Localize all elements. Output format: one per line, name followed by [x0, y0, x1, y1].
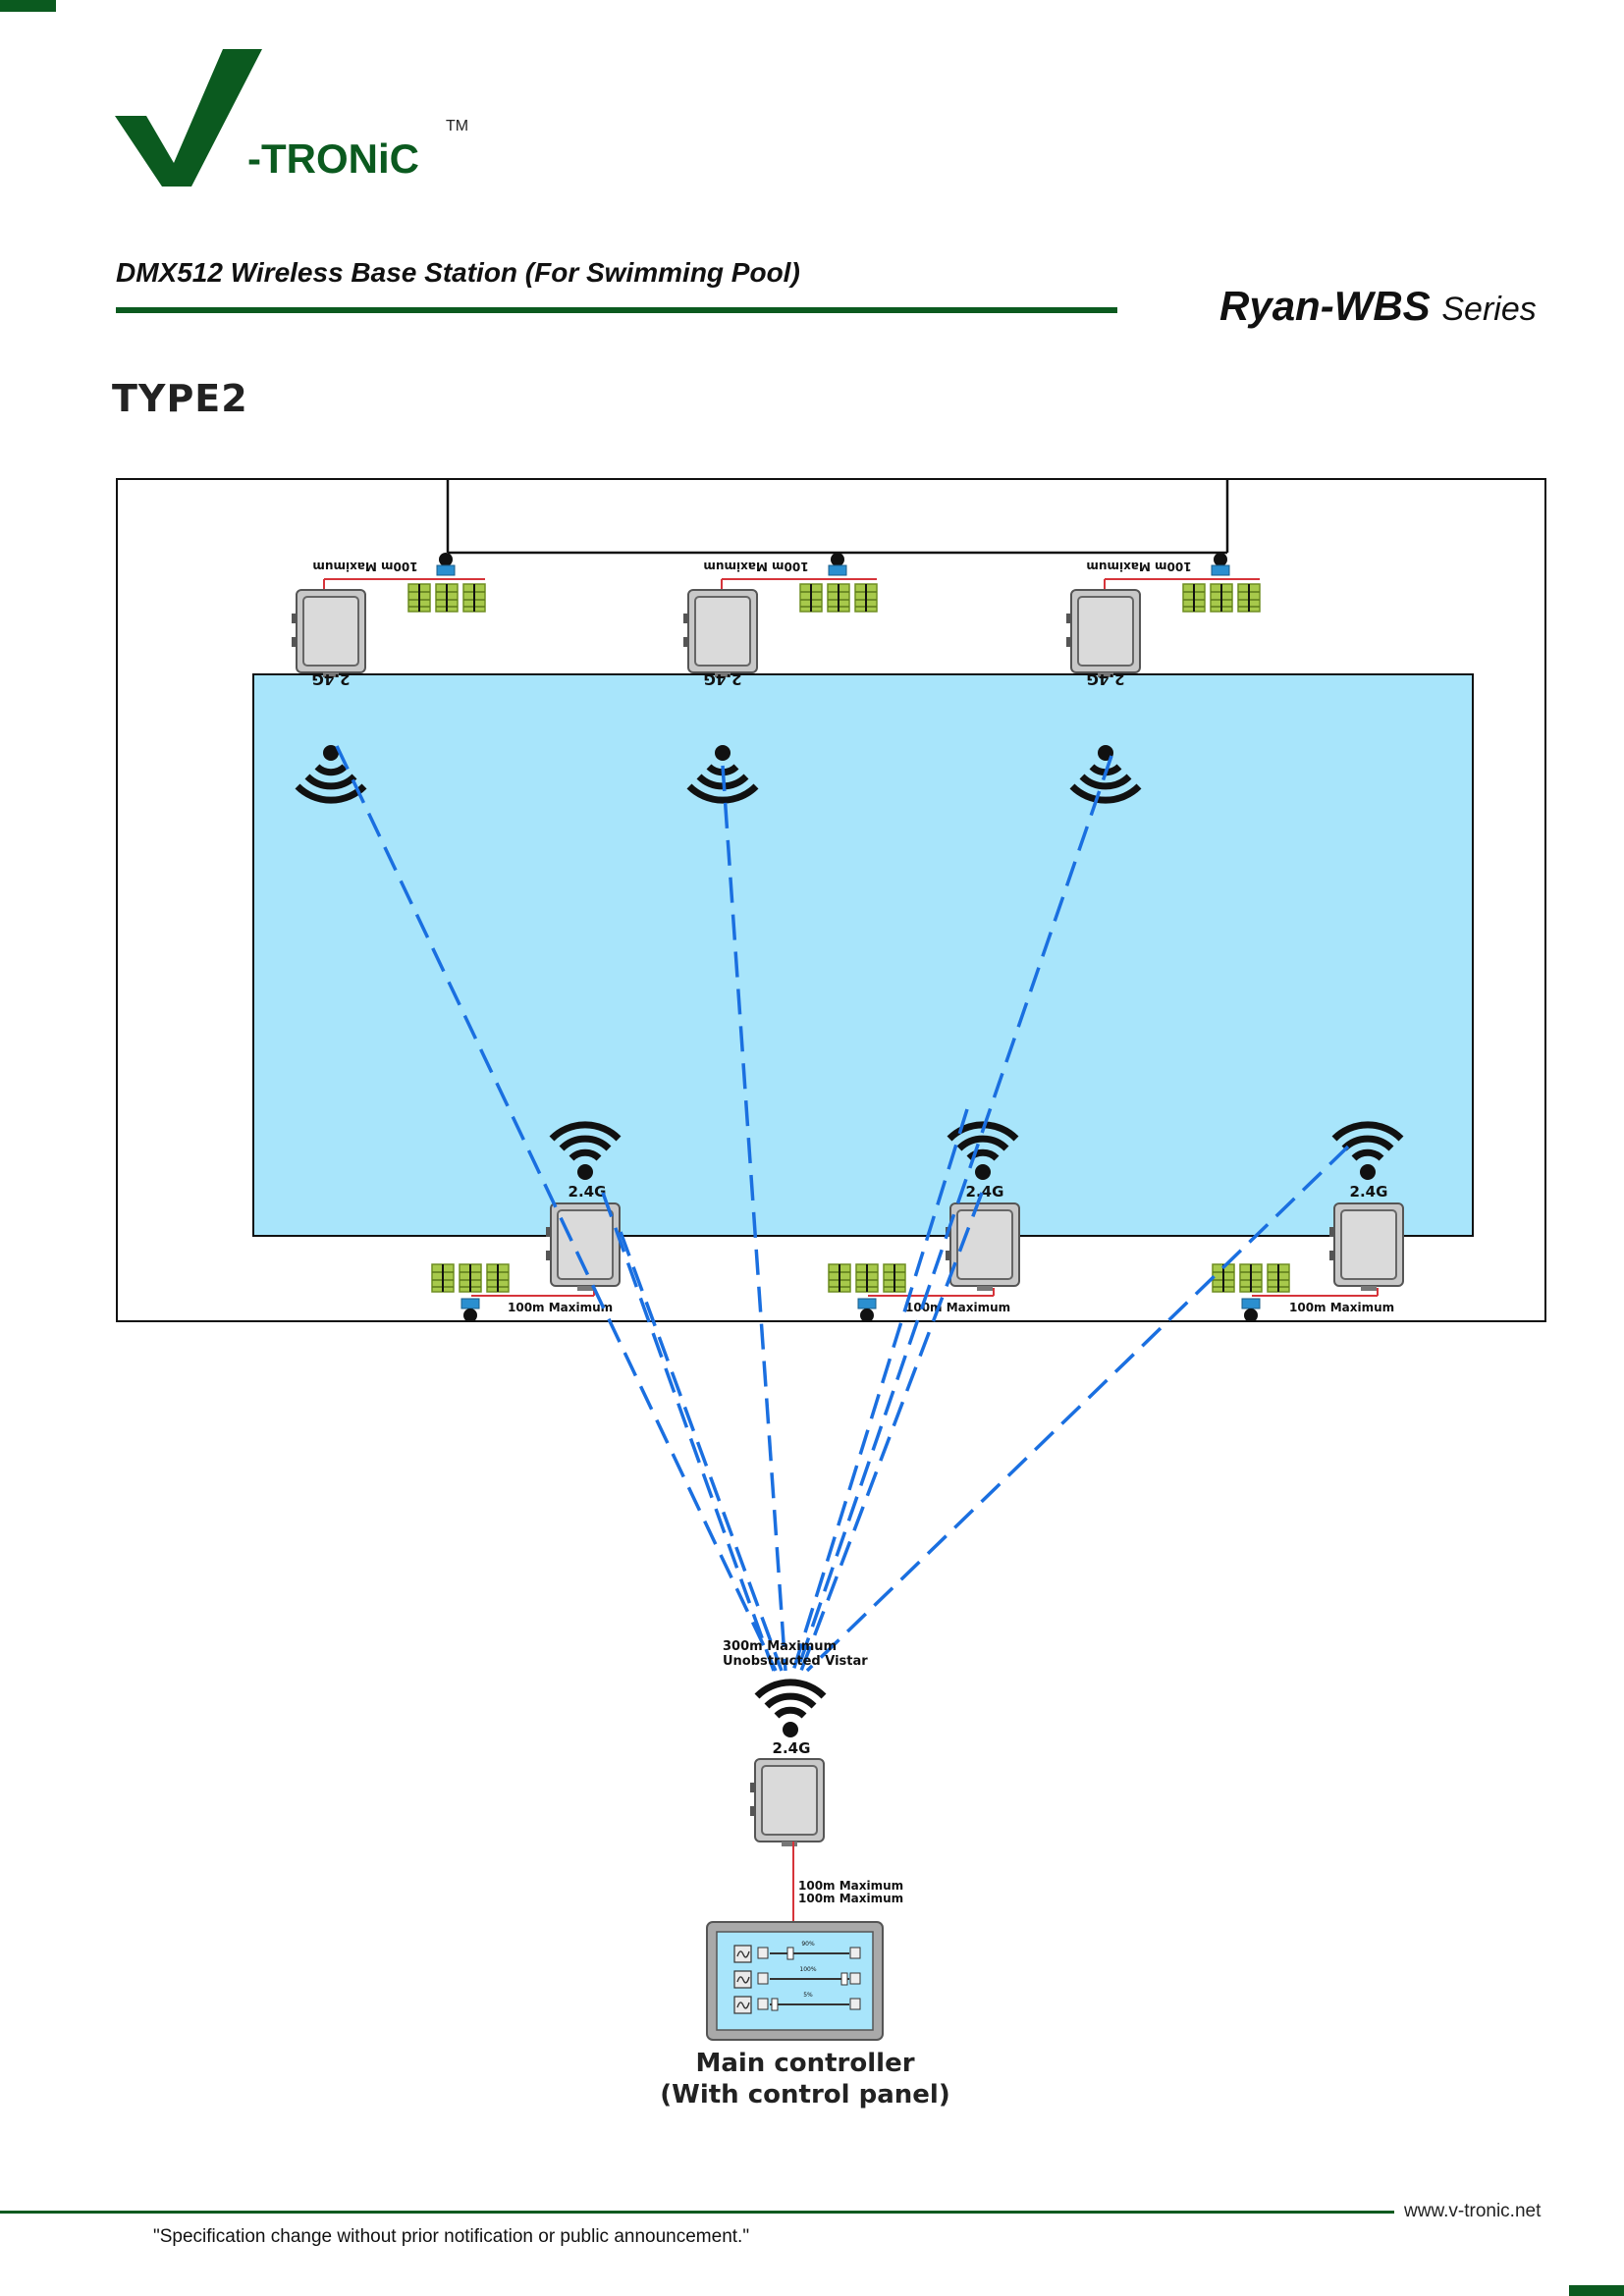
- logo-checkmark-icon: [115, 49, 262, 187]
- controller-caption: Main controller (With control panel): [619, 2048, 992, 2110]
- bottom-frequency-label-1: 2.4G: [568, 1183, 607, 1201]
- type-label: TYPE2: [112, 377, 248, 420]
- base-station: [749, 1682, 824, 1847]
- control-row-3: 5%: [733, 1992, 861, 2014]
- bottom-distance-label-2: 100m Maximum: [905, 1301, 1010, 1314]
- link-top-1: [335, 745, 778, 1672]
- slider-value-1: 90%: [801, 1941, 815, 1948]
- wireless-links: [335, 745, 1350, 1673]
- top-frequency-label-3: 2.4G: [1087, 670, 1125, 688]
- base-frequency-label: 2.4G: [773, 1739, 811, 1757]
- bottom-node-3: [1212, 1125, 1403, 1322]
- top-node-3: [1065, 553, 1261, 800]
- control-row-1: 90%: [733, 1941, 861, 1963]
- bottom-frequency-label-3: 2.4G: [1350, 1183, 1388, 1201]
- series-name: Ryan-WBS: [1219, 283, 1431, 329]
- slider-value-3: 5%: [803, 1992, 813, 1999]
- range-label-line2: Unobstructed Vistar: [723, 1654, 868, 1669]
- link-bottom-2: [791, 1108, 969, 1672]
- footer-disclaimer: "Specification change without prior noti…: [153, 2226, 750, 2247]
- link-bottom-1: [601, 1192, 776, 1672]
- top-node-1: [291, 553, 486, 800]
- top-frequency-label-2: 2.4G: [704, 670, 742, 688]
- bottom-node-2: [828, 1125, 1020, 1322]
- top-node-2: [682, 553, 878, 800]
- corner-accent-top: [0, 0, 56, 12]
- series-title: Ryan-WBS Series: [1219, 283, 1537, 330]
- series-suffix: Series: [1441, 291, 1537, 328]
- link-top-3: [795, 755, 1113, 1672]
- trademark-mark: TM: [446, 118, 469, 134]
- link-bottom-2b: [799, 1192, 984, 1672]
- range-label-line1: 300m Maximum: [723, 1639, 837, 1654]
- controller-caption-line2: (With control panel): [660, 2080, 950, 2109]
- brand-name: -TRONiC: [247, 135, 419, 182]
- corner-accent-bottom: [1569, 2285, 1624, 2296]
- control-row-2: 100%: [733, 1966, 861, 1989]
- controller-link-label-1: 100m Maximum: [798, 1879, 903, 1893]
- document-title: DMX512 Wireless Base Station (For Swimmi…: [116, 257, 800, 288]
- link-bottom-3: [805, 1145, 1350, 1673]
- top-distance-label-2: 100m Maximum: [703, 560, 808, 573]
- top-distance-label-3: 100m Maximum: [1086, 560, 1191, 573]
- top-frequency-label-1: 2.4G: [312, 670, 351, 688]
- bottom-frequency-label-2: 2.4G: [966, 1183, 1004, 1201]
- top-distance-label-1: 100m Maximum: [312, 560, 417, 573]
- pool-area: [252, 673, 1474, 1237]
- slider-value-2: 100%: [799, 1966, 816, 1973]
- main-controller: 90% 100% 5%: [706, 1921, 884, 2041]
- bottom-distance-label-3: 100m Maximum: [1289, 1301, 1394, 1314]
- controller-caption-line1: Main controller: [695, 2049, 915, 2078]
- link-top-2: [721, 765, 787, 1672]
- bottom-distance-label-1: 100m Maximum: [508, 1301, 613, 1314]
- website-link[interactable]: www.v-tronic.net: [1404, 2201, 1542, 2221]
- title-rule: [116, 307, 1117, 313]
- bottom-node-1: [431, 1125, 620, 1322]
- controller-link-label-2: 100m Maximum: [798, 1892, 903, 1905]
- footer-rule: [0, 2211, 1394, 2214]
- link-bottom-1b: [619, 1231, 784, 1672]
